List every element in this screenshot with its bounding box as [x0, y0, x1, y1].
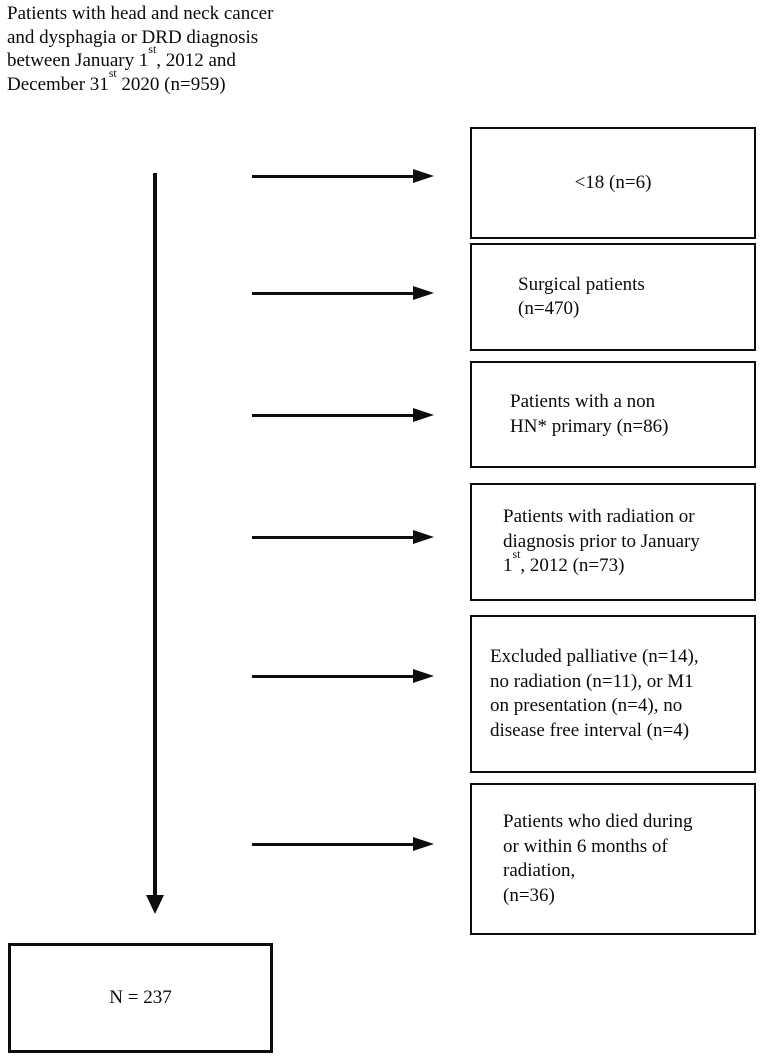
header-line-3: between January 1st, 2012 and: [7, 44, 357, 73]
exclusion-box-line-text: 1: [503, 555, 513, 577]
exclusion-box-non-hn-primary: Patients with a non HN* primary (n=86): [470, 361, 756, 468]
ordinal-superscript: st: [512, 548, 521, 562]
exclusion-box-died-within-6-months: Patients who died during or within 6 mon…: [470, 783, 756, 935]
exclusion-box-line: no radiation (n=11), or M1: [490, 670, 694, 692]
exclusion-box-line: Patients with a non: [510, 391, 656, 412]
header-line-4: December 31st 2020 (n=959): [7, 67, 357, 97]
right-arrow-2-head-icon: [413, 286, 434, 300]
down-arrow-line: [153, 173, 157, 897]
header-line-4-text: December 31: [7, 73, 109, 95]
right-arrow-1-head-icon: [413, 169, 434, 183]
header-line-3-text: between January 1: [7, 50, 149, 71]
exclusion-box-palliative-no-radiation-m1: Excluded palliative (n=14), no radiation…: [470, 615, 756, 773]
exclusion-box-line: Patients who died during: [503, 811, 693, 832]
ordinal-superscript: st: [148, 43, 157, 57]
final-cohort-label: N = 237: [109, 987, 172, 1008]
right-arrow-5-head-icon: [413, 669, 434, 683]
header-line-3-tail: , 2012 and: [156, 50, 236, 71]
exclusion-box-line: Excluded palliative (n=14),: [490, 646, 699, 667]
exclusion-box-line-tail: , 2012 (n=73): [520, 555, 625, 577]
right-arrow-3-head-icon: [413, 408, 434, 422]
header-line-2: and dysphagia or DRD diagnosis: [7, 26, 259, 48]
right-arrow-6-head-icon: [413, 837, 434, 851]
header-line-4-tail: 2020 (n=959): [116, 73, 226, 95]
exclusion-box-prior-radiation-diagnosis: Patients with radiation or diagnosis pri…: [470, 483, 756, 601]
ordinal-superscript: st: [108, 66, 117, 80]
exclusion-box-surgical-patients: Surgical patients (n=470): [470, 243, 756, 351]
exclusion-box-line: Surgical patients: [518, 273, 645, 295]
right-arrow-4-head-icon: [413, 530, 434, 544]
exclusion-box-line: disease free interval (n=4): [490, 719, 690, 741]
exclusion-box-line: or within 6 months of: [503, 835, 668, 857]
right-arrow-5-line: [252, 675, 418, 678]
exclusion-box-line: 1st, 2012 (n=73): [503, 549, 754, 579]
exclusion-box-line: <18 (n=6): [574, 171, 652, 193]
exclusion-box-line: radiation,: [503, 860, 576, 881]
right-arrow-2-line: [252, 292, 418, 295]
exclusion-box-line: (n=470): [518, 298, 580, 319]
right-arrow-3-line: [252, 414, 418, 417]
down-arrow-head-icon: [146, 895, 164, 914]
exclusion-box-line: Patients with radiation or: [503, 506, 695, 528]
right-arrow-6-line: [252, 843, 418, 846]
exclusion-box-line: (n=36): [503, 884, 555, 906]
right-arrow-4-line: [252, 536, 418, 539]
final-cohort-box: N = 237: [8, 943, 273, 1053]
exclusion-box-line: diagnosis prior to January: [503, 530, 700, 552]
exclusion-box-line: HN* primary (n=86): [510, 415, 669, 437]
header-line-1: Patients with head and neck cancer: [7, 3, 274, 24]
exclusion-box-under-18: <18 (n=6): [470, 127, 756, 239]
right-arrow-1-line: [252, 175, 418, 178]
exclusion-box-line: on presentation (n=4), no: [490, 695, 683, 716]
source-population-label: Patients with head and neck cancer and d…: [7, 2, 357, 96]
